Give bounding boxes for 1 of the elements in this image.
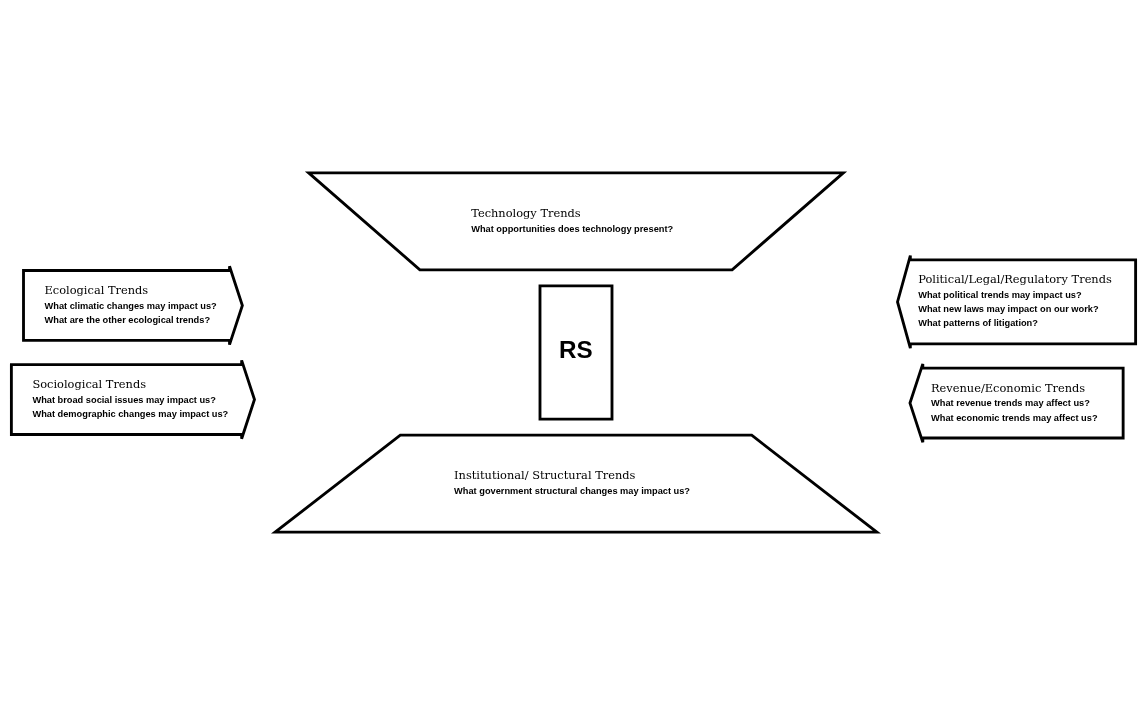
node-box: RS [538,284,614,421]
